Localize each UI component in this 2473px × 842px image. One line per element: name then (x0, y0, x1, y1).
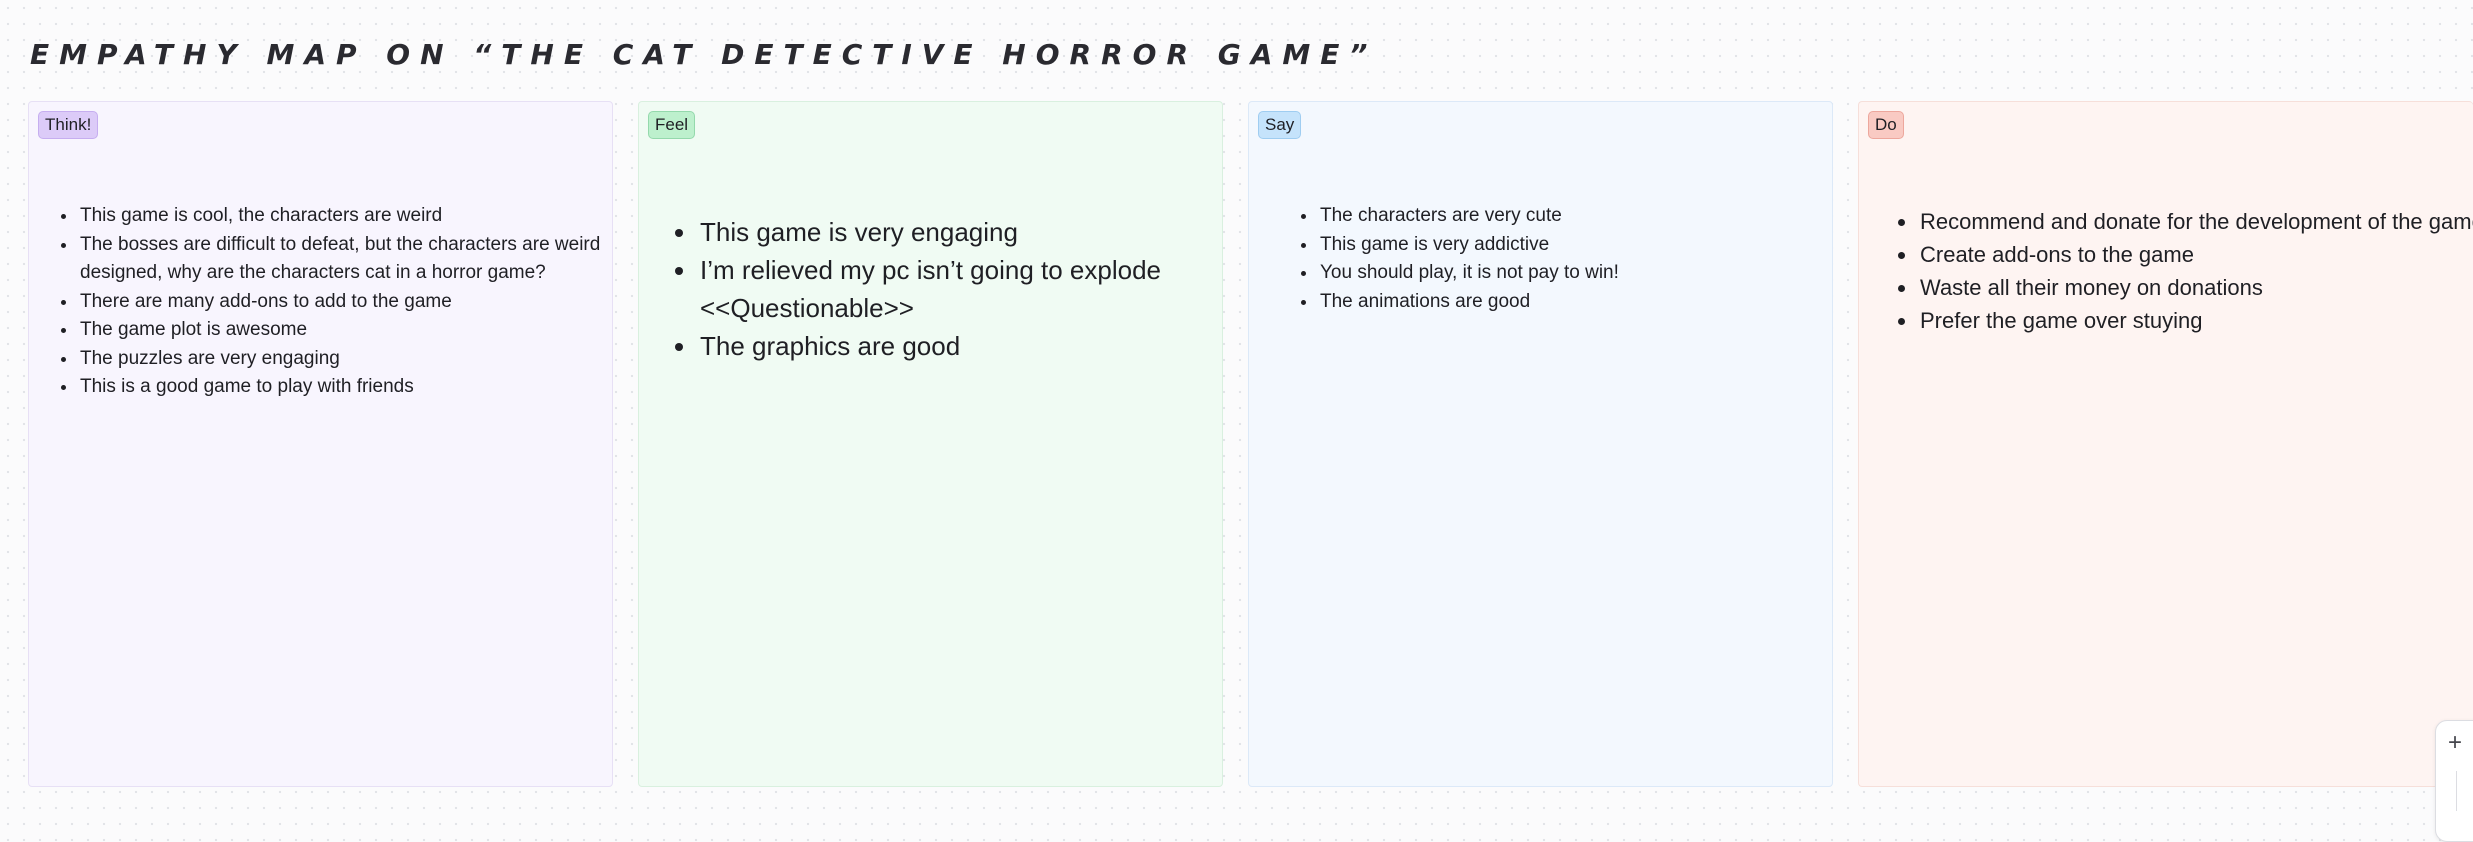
say-note[interactable]: The characters are very cute (1318, 202, 1838, 231)
zoom-divider (2456, 771, 2457, 811)
do-notes-list[interactable]: Recommend and donate for the development… (1881, 205, 2473, 337)
think-note[interactable]: This is a good game to play with friends (78, 373, 618, 402)
feel-note[interactable]: This game is very engaging (698, 213, 1163, 251)
think-note[interactable]: This game is cool, the characters are we… (78, 202, 618, 231)
say-note[interactable]: This game is very addictive (1318, 231, 1838, 260)
think-tag[interactable]: Think! (38, 111, 99, 139)
do-note[interactable]: Prefer the game over stuying (1918, 304, 2473, 337)
do-note[interactable]: Create add-ons to the game (1918, 238, 2473, 271)
do-note[interactable]: Recommend and donate for the development… (1918, 205, 2473, 238)
column-think[interactable]: Think! This game is cool, the characters… (28, 101, 613, 787)
think-note[interactable]: The puzzles are very engaging (78, 345, 618, 374)
do-note[interactable]: Waste all their money on donations (1918, 271, 2473, 304)
say-note[interactable]: The animations are good (1318, 288, 1838, 317)
column-feel[interactable]: Feel This game is very engaging I’m reli… (638, 101, 1223, 787)
feel-note[interactable]: The graphics are good (698, 327, 1163, 365)
do-tag[interactable]: Do (1868, 111, 1904, 139)
feel-notes-list[interactable]: This game is very engaging I’m relieved … (661, 213, 1163, 365)
plus-icon[interactable]: + (2448, 729, 2463, 756)
feel-tag[interactable]: Feel (648, 111, 696, 139)
feel-note[interactable]: I’m relieved my pc isn’t going to explod… (698, 251, 1163, 327)
column-do[interactable]: Do Recommend and donate for the developm… (1858, 101, 2473, 787)
say-tag[interactable]: Say (1258, 111, 1302, 139)
board-title: EMPATHY MAP ON “THE CAT DETECTIVE HORROR… (30, 38, 1378, 71)
say-note[interactable]: You should play, it is not pay to win! (1318, 259, 1838, 288)
think-notes-list[interactable]: This game is cool, the characters are we… (41, 202, 618, 402)
think-note[interactable]: There are many add-ons to add to the gam… (78, 288, 618, 317)
think-note[interactable]: The game plot is awesome (78, 316, 618, 345)
say-notes-list[interactable]: The characters are very cute This game i… (1281, 202, 1838, 316)
zoom-control: + (2435, 720, 2473, 842)
think-note[interactable]: The bosses are difficult to defeat, but … (78, 231, 618, 288)
column-say[interactable]: Say The characters are very cute This ga… (1248, 101, 1833, 787)
